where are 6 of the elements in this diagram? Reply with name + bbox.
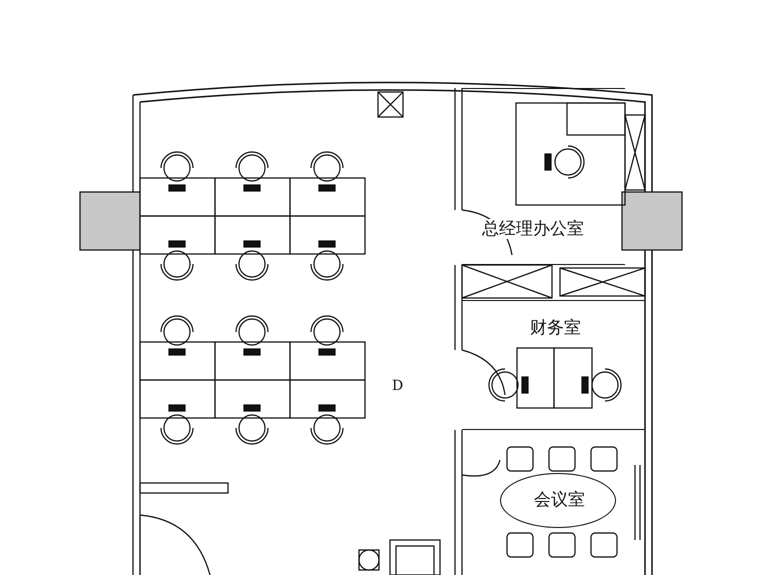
office-room	[462, 88, 625, 265]
room-label: 总经理办公室	[482, 219, 584, 239]
office-room	[462, 300, 645, 430]
room-label: 会议室	[534, 490, 585, 510]
room-label: 财务室	[530, 318, 581, 338]
conference-table	[500, 473, 616, 528]
